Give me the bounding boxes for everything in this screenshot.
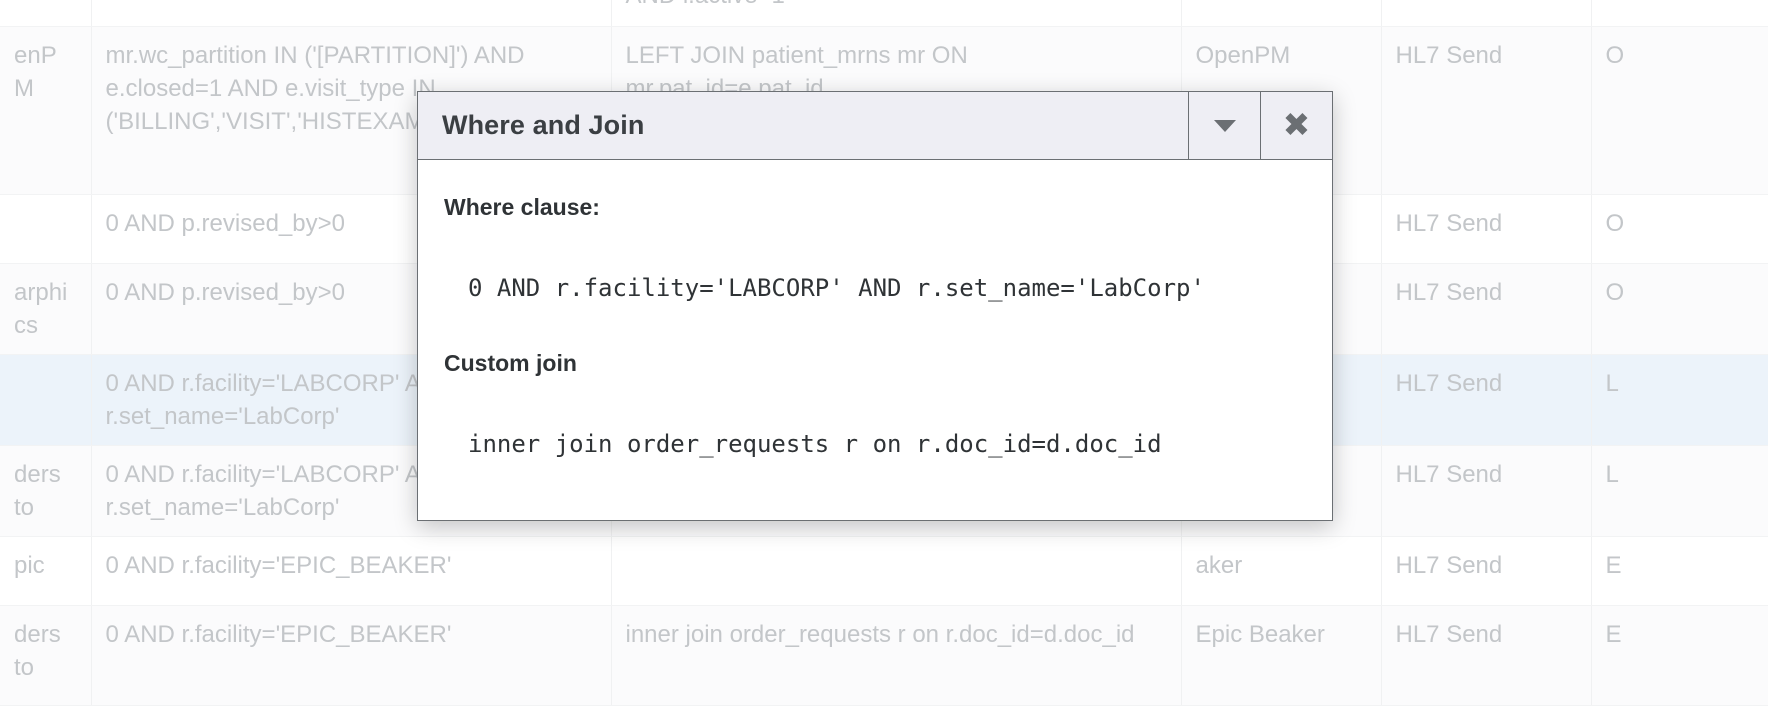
- cell-action: [1381, 0, 1592, 27]
- cell-action: HL7 Send: [1381, 263, 1592, 355]
- cell-name: arphics: [0, 263, 92, 355]
- close-icon: ✖: [1282, 104, 1311, 144]
- cell-name: pic: [0, 536, 92, 607]
- cell-last: O: [1591, 26, 1768, 195]
- section-spacer: [442, 304, 1308, 350]
- cell-last: [1591, 0, 1768, 27]
- cell-name: enPM: [0, 26, 92, 195]
- where-clause-value[interactable]: 0 AND r.facility='LABCORP' AND r.set_nam…: [468, 274, 1205, 302]
- cell-action: HL7 Send: [1381, 445, 1592, 538]
- cell-where: 0 AND r.facility='EPIC_BEAKER': [91, 605, 612, 707]
- cell-action: HL7 Send: [1381, 605, 1592, 707]
- dialog-header[interactable]: Where and Join ✖: [418, 92, 1332, 160]
- cell-action: HL7 Send: [1381, 536, 1592, 607]
- collapse-button[interactable]: [1188, 92, 1260, 159]
- close-button[interactable]: ✖: [1260, 92, 1332, 159]
- cell-join: [611, 536, 1182, 607]
- where-and-join-dialog: Where and Join ✖ Where clause: 0 AND r.f…: [417, 91, 1333, 521]
- cell-name: [0, 0, 92, 27]
- cell-join: insurance_policy i ON i.pat_id=eb.fund_c…: [611, 0, 1182, 27]
- dialog-body: Where clause: 0 AND r.facility='LABCORP'…: [418, 160, 1332, 520]
- custom-join-value[interactable]: inner join order_requests r on r.doc_id=…: [468, 430, 1162, 459]
- cell-interface: aker: [1181, 536, 1382, 607]
- where-clause-label: Where clause:: [444, 194, 600, 220]
- table-row[interactable]: ders to 0 AND r.facility='EPIC_BEAKER' i…: [0, 605, 1768, 707]
- cell-last: E: [1591, 536, 1768, 607]
- cell-action: HL7 Send: [1381, 194, 1592, 264]
- dialog-title: Where and Join: [442, 110, 645, 140]
- cell-interface: Epic Beaker: [1181, 605, 1382, 707]
- cell-last: E: [1591, 605, 1768, 707]
- table-row[interactable]: i.policy_id IS NULL insurance_policy i O…: [0, 0, 1768, 27]
- cell-action: HL7 Send: [1381, 354, 1592, 446]
- cell-name: ders to: [0, 605, 92, 707]
- table-row[interactable]: pic 0 AND r.facility='EPIC_BEAKER' aker …: [0, 536, 1768, 607]
- cell-where: i.policy_id IS NULL: [91, 0, 612, 27]
- cell-last: O: [1591, 263, 1768, 355]
- cell-name: ders to: [0, 445, 92, 538]
- cell-name: [0, 354, 92, 446]
- chevron-down-icon: [1213, 119, 1236, 132]
- cell-interface: [1181, 0, 1382, 27]
- cell-last: L: [1591, 354, 1768, 446]
- cell-last: O: [1591, 194, 1768, 264]
- cell-where: 0 AND r.facility='EPIC_BEAKER': [91, 536, 612, 607]
- cell-action: HL7 Send: [1381, 26, 1592, 195]
- custom-join-label: Custom join: [444, 350, 577, 377]
- cell-name: [0, 194, 92, 264]
- cell-last: L: [1591, 445, 1768, 538]
- cell-join: inner join order_requests r on r.doc_id=…: [611, 605, 1182, 707]
